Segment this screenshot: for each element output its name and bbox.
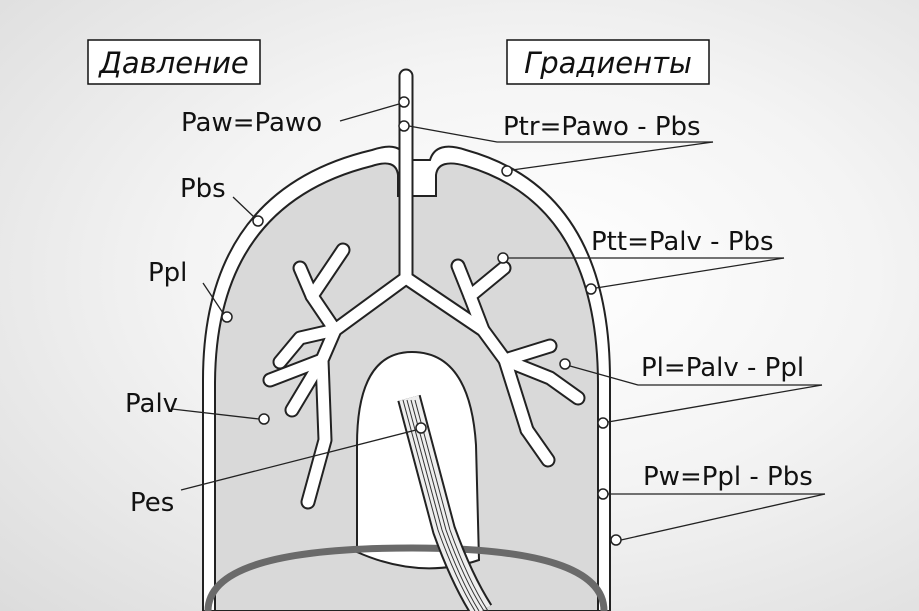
- point-ptr: [399, 121, 409, 131]
- pressure-header-text: Давление: [97, 46, 249, 80]
- point-ppl-right: [598, 418, 608, 428]
- gradients-header-text: Градиенты: [524, 46, 692, 80]
- label-ptr: Ptr=Pawo - Pbs: [503, 112, 701, 142]
- label-ppl: Ppl: [148, 258, 187, 288]
- label-ptt: Ptt=Palv - Pbs: [591, 227, 774, 257]
- label-pl: Pl=Palv - Ppl: [641, 353, 804, 383]
- label-palv: Palv: [125, 389, 178, 419]
- gradients-header: Градиенты: [507, 40, 709, 84]
- point-paw: [399, 97, 409, 107]
- point-pbs-lower: [611, 535, 621, 545]
- label-paw: Paw=Pawo: [181, 108, 322, 138]
- label-pw: Pw=Ppl - Pbs: [643, 462, 813, 492]
- point-pl: [560, 359, 570, 369]
- point-ptt: [498, 253, 508, 263]
- label-pes: Pes: [130, 488, 174, 518]
- point-pes: [416, 423, 426, 433]
- point-pbs-right: [586, 284, 596, 294]
- point-ppl: [222, 312, 232, 322]
- point-pbs-upper: [502, 166, 512, 176]
- point-palv: [259, 414, 269, 424]
- point-pbs: [253, 216, 263, 226]
- pressure-header: Давление: [88, 40, 260, 84]
- label-pbs: Pbs: [180, 174, 226, 204]
- point-ppl-right-lower: [598, 489, 608, 499]
